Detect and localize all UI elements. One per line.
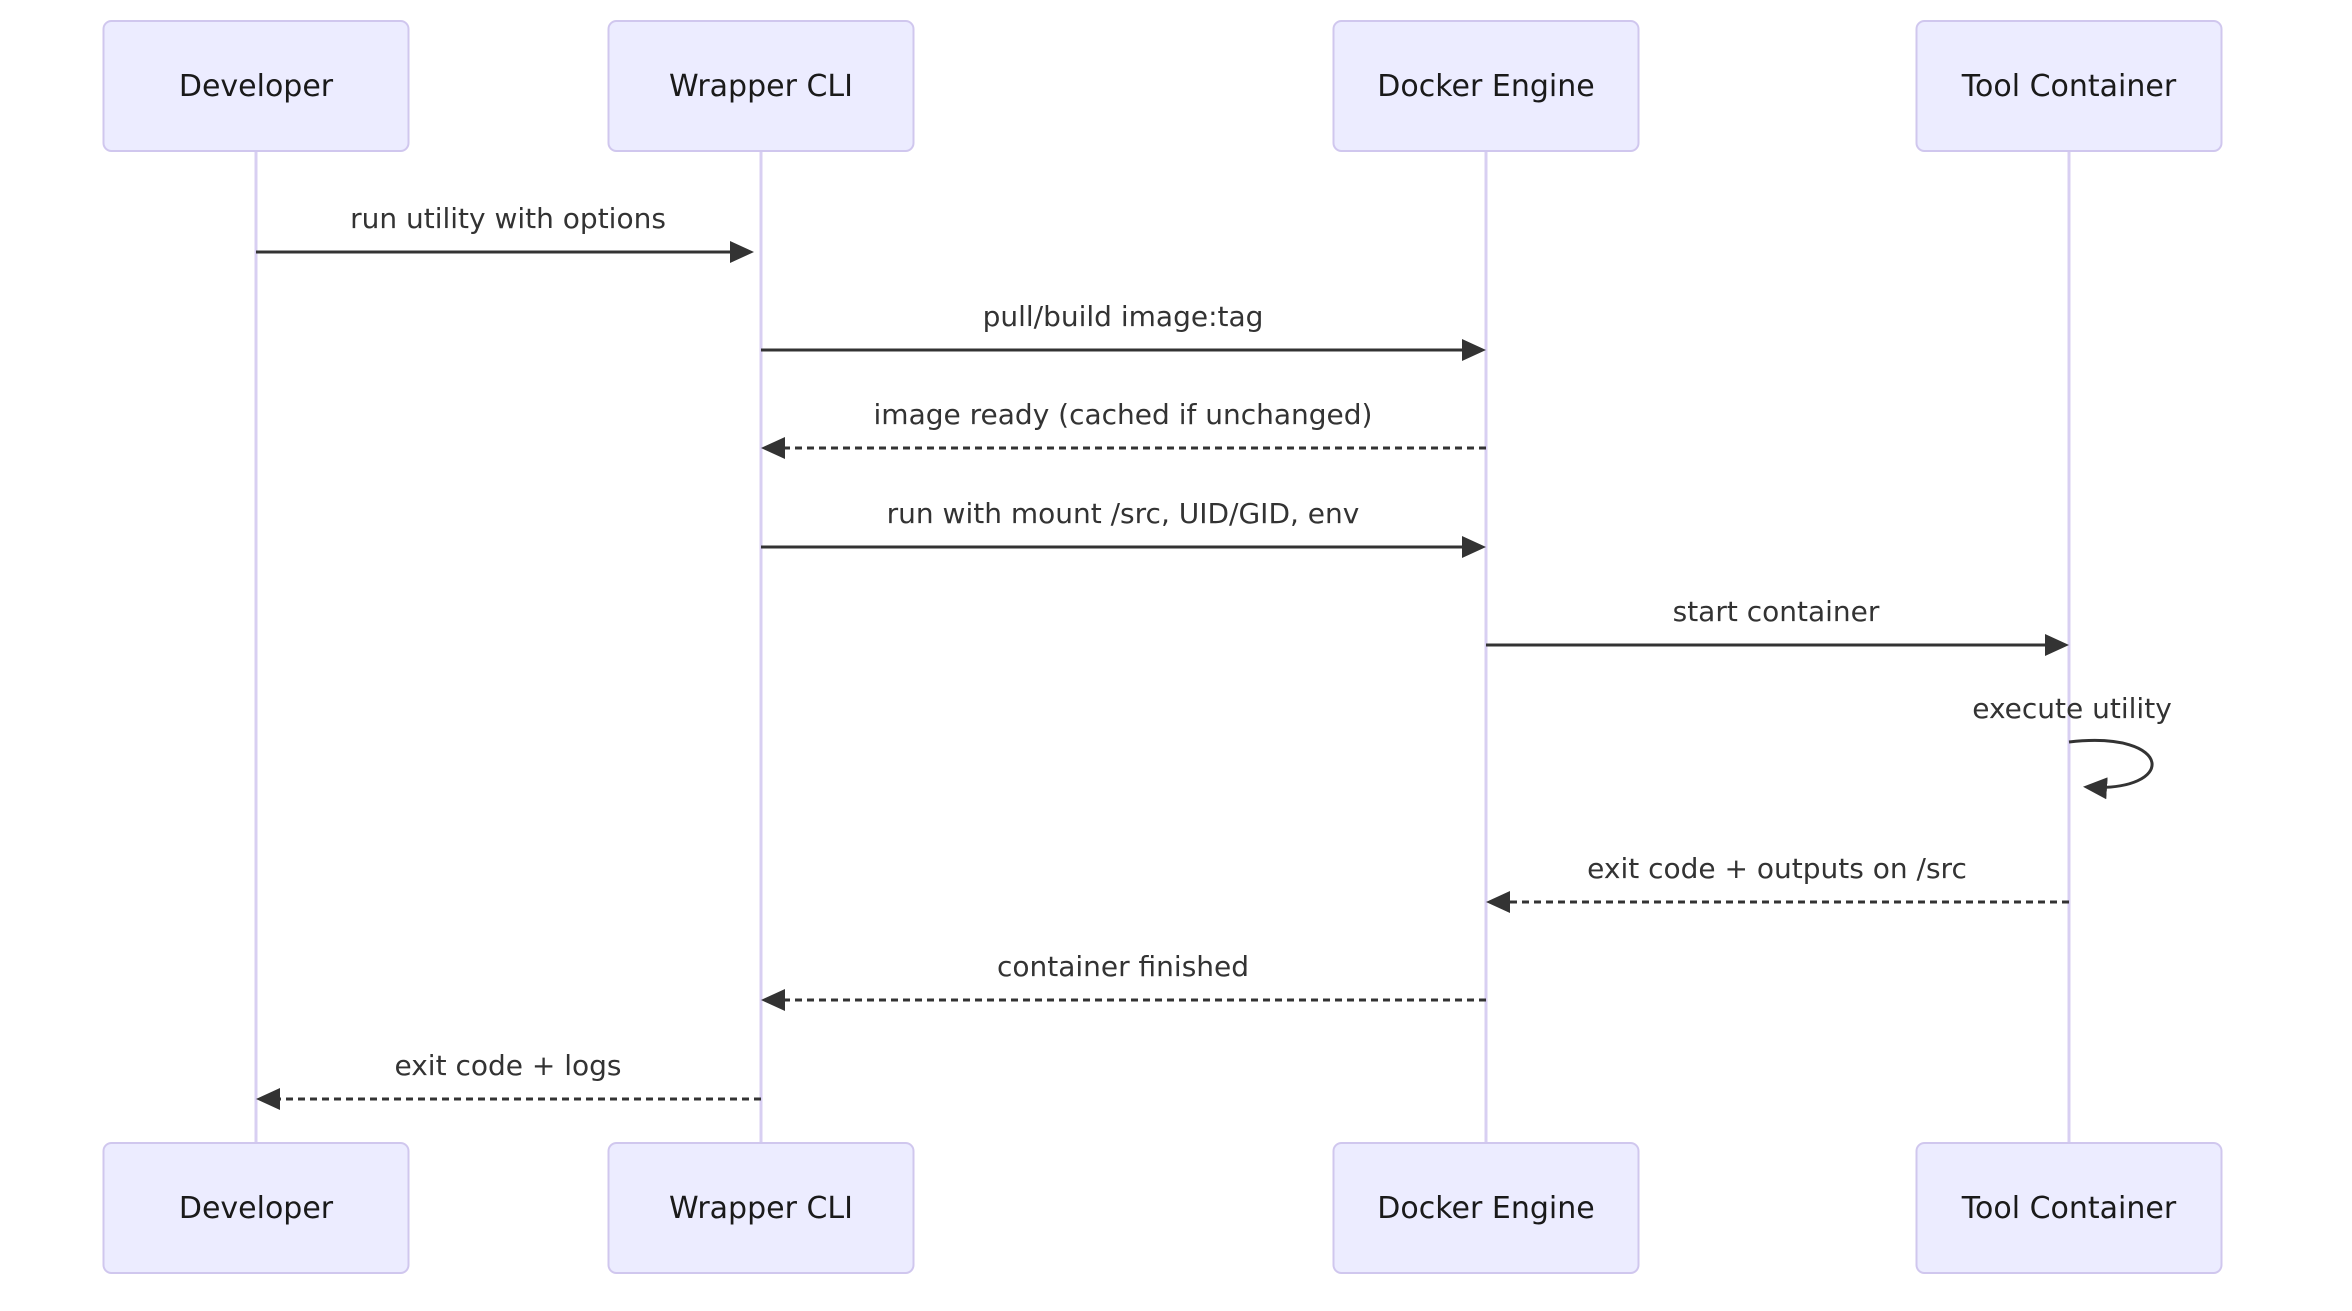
actor-box-developer-top: Developer: [102, 20, 410, 152]
actor-box-docker-engine-top: Docker Engine: [1332, 20, 1640, 152]
actor-box-tool-container-top: Tool Container: [1915, 20, 2223, 152]
lifeline-developer: [254, 152, 258, 1142]
actor-box-wrapper-cli-top: Wrapper CLI: [607, 20, 915, 152]
message-label-run-with-mount: run with mount /src, UID/GID, env: [886, 497, 1360, 530]
message-label-start-container: start container: [1672, 595, 1880, 628]
message-label-image-ready: image ready (cached if unchanged): [873, 398, 1373, 431]
message-label-run-utility-with-options: run utility with options: [350, 202, 666, 235]
actor-label: Wrapper CLI: [669, 68, 853, 104]
message-label-container-finished: container finished: [996, 950, 1250, 983]
arrow-execute-utility-self-loop: [2068, 739, 2154, 800]
actor-label: Tool Container: [1961, 1190, 2177, 1226]
actor-label: Docker Engine: [1377, 1190, 1595, 1226]
message-label-exit-code-outputs-on-src: exit code + outputs on /src: [1587, 852, 1967, 885]
message-label-execute-utility: execute utility: [1972, 692, 2172, 725]
actor-label: Developer: [178, 68, 334, 104]
actor-box-developer-bottom: Developer: [102, 1142, 410, 1274]
actor-label: Wrapper CLI: [669, 1190, 853, 1226]
actor-box-docker-engine-bottom: Docker Engine: [1332, 1142, 1640, 1274]
actor-label: Docker Engine: [1377, 68, 1595, 104]
lifeline-tool-container: [2067, 152, 2071, 1142]
lifeline-docker-engine: [1484, 152, 1488, 1142]
actor-label: Developer: [178, 1190, 334, 1226]
message-label-pull-build-image-tag: pull/build image:tag: [982, 300, 1264, 333]
lifeline-wrapper-cli: [759, 152, 763, 1142]
message-label-exit-code-logs: exit code + logs: [394, 1049, 622, 1082]
actor-box-tool-container-bottom: Tool Container: [1915, 1142, 2223, 1274]
actor-label: Tool Container: [1961, 68, 2177, 104]
actor-box-wrapper-cli-bottom: Wrapper CLI: [607, 1142, 915, 1274]
